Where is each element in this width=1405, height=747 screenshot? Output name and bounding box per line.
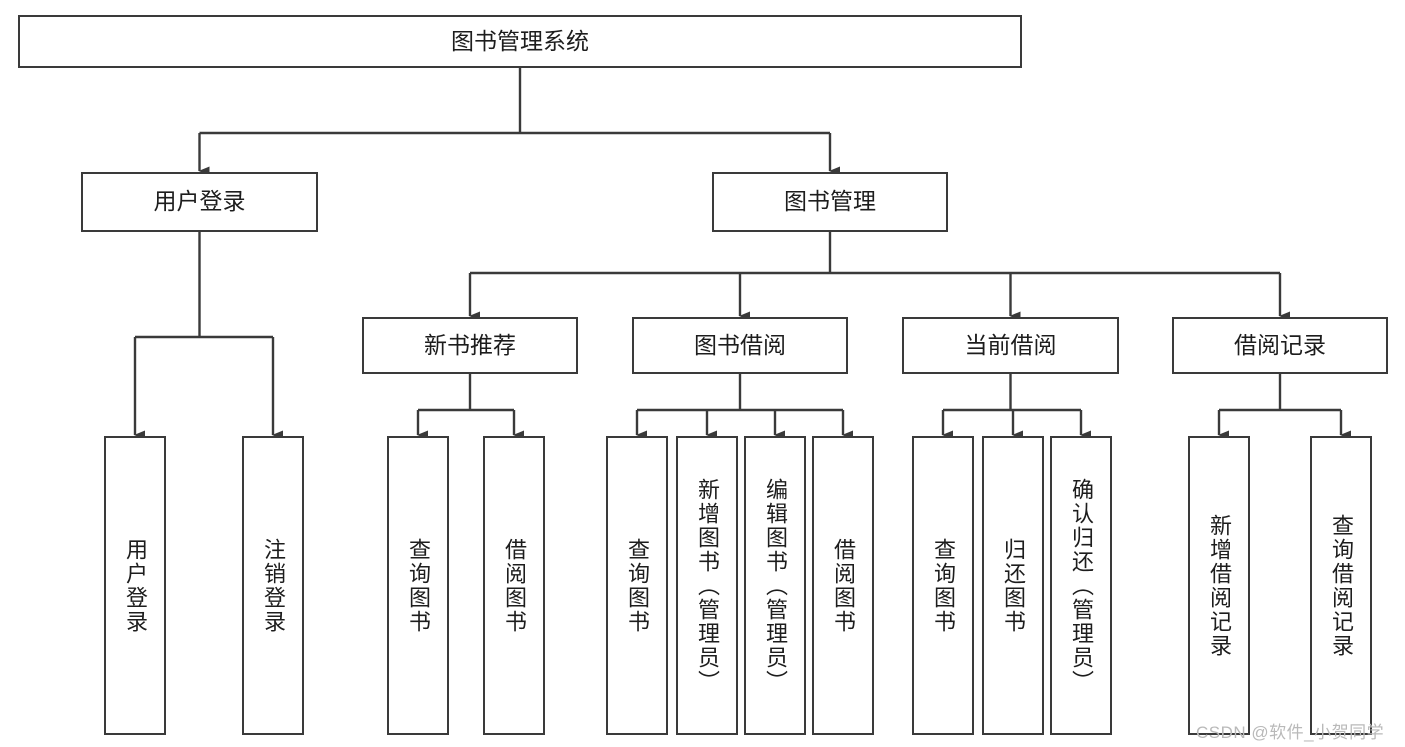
node-leaf-8[interactable]: 查询图书 [912, 436, 974, 735]
node-leaf-9[interactable]: 归还图书 [982, 436, 1044, 735]
node-label: 图书管理系统 [451, 27, 589, 54]
node-leaf-4[interactable]: 查询图书 [606, 436, 668, 735]
node-leaf-10[interactable]: 确认归还（管理员） [1050, 436, 1112, 735]
node-leaf-12[interactable]: 查询借阅记录 [1310, 436, 1372, 735]
node-leaf-11[interactable]: 新增借阅记录 [1188, 436, 1250, 735]
node-leaf-1[interactable]: 注销登录 [242, 436, 304, 735]
node-level3-3[interactable]: 借阅记录 [1172, 317, 1388, 374]
node-leaf-6[interactable]: 编辑图书（管理员） [744, 436, 806, 735]
node-level3-1[interactable]: 图书借阅 [632, 317, 848, 374]
node-label: 新增图书（管理员） [695, 477, 720, 694]
node-leaf-5[interactable]: 新增图书（管理员） [676, 436, 738, 735]
node-label: 新增借阅记录 [1207, 513, 1232, 658]
node-label: 用户登录 [123, 537, 148, 634]
node-leaf-2[interactable]: 查询图书 [387, 436, 449, 735]
node-leaf-0[interactable]: 用户登录 [104, 436, 166, 735]
node-leaf-7[interactable]: 借阅图书 [812, 436, 874, 735]
node-label: 查询图书 [406, 537, 431, 634]
node-label: 注销登录 [261, 537, 286, 634]
node-label: 新书推荐 [424, 331, 516, 358]
node-label: 编辑图书（管理员） [763, 477, 788, 694]
node-level3-0[interactable]: 新书推荐 [362, 317, 578, 374]
node-label: 图书管理 [784, 188, 876, 215]
node-label: 借阅图书 [831, 537, 856, 634]
node-label: 用户登录 [153, 188, 246, 215]
node-label: 确认归还（管理员） [1069, 477, 1094, 694]
node-level3-2[interactable]: 当前借阅 [902, 317, 1119, 374]
watermark-text: CSDN @软件_小贺同学 [1196, 723, 1385, 742]
node-label: 查询图书 [931, 537, 956, 634]
node-label: 借阅记录 [1234, 331, 1326, 358]
node-label: 查询借阅记录 [1329, 513, 1354, 658]
node-level2-1[interactable]: 图书管理 [712, 172, 948, 232]
node-leaf-3[interactable]: 借阅图书 [483, 436, 545, 735]
node-root[interactable]: 图书管理系统 [18, 15, 1022, 68]
node-label: 当前借阅 [964, 331, 1057, 358]
node-label: 图书借阅 [694, 331, 786, 358]
node-level2-0[interactable]: 用户登录 [81, 172, 318, 232]
node-label: 查询图书 [625, 537, 650, 634]
node-label: 归还图书 [1001, 537, 1026, 634]
node-label: 借阅图书 [502, 537, 527, 634]
